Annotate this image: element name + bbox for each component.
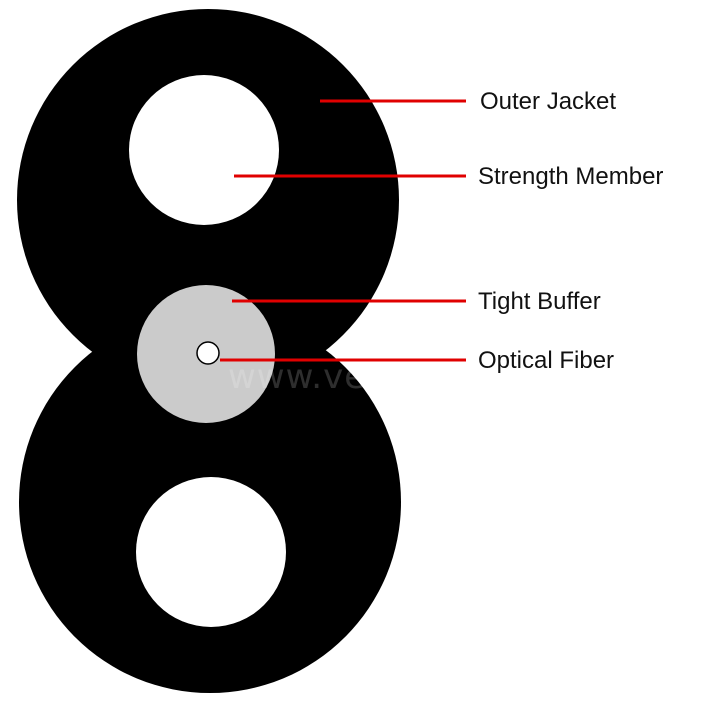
optical-fiber	[196, 341, 220, 365]
label-optical-fiber: Optical Fiber	[478, 347, 614, 374]
watermark-text: www.velvot.com	[228, 357, 521, 397]
strength-member-upper	[129, 75, 279, 225]
label-tight-buffer: Tight Buffer	[478, 288, 601, 315]
label-strength-member: Strength Member	[478, 163, 663, 190]
label-outer-jacket: Outer Jacket	[480, 88, 616, 115]
strength-member-lower	[136, 477, 286, 627]
